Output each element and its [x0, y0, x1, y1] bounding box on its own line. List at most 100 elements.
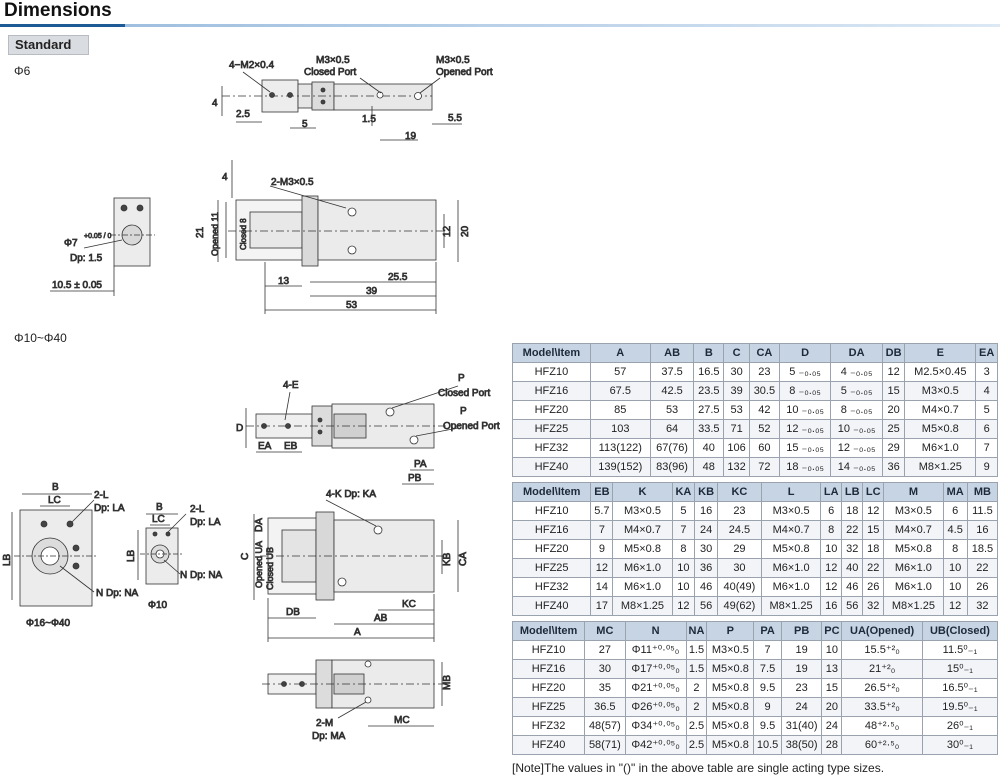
table-cell: 32	[862, 596, 885, 616]
table-cell: 9.5	[753, 678, 782, 698]
table-cell: Φ34⁺⁰·⁰⁵₀	[624, 716, 687, 736]
table-cell: 12 ₋₀.₀₅	[778, 419, 832, 439]
table-cell: HFZ10	[511, 501, 592, 521]
table-cell: 15 ₋₀.₀₅	[778, 438, 832, 458]
table-cell: 2	[685, 678, 708, 698]
page-header: Dimensions	[0, 0, 1000, 27]
phi16-end-l: 2-L	[94, 490, 109, 501]
table-cell: 19	[780, 640, 823, 660]
table-cell: 27	[584, 640, 626, 660]
column-header: NA	[685, 621, 708, 641]
column-header: A	[589, 343, 651, 363]
table-cell: 8	[671, 539, 696, 559]
table-cell: 21⁺²₀	[841, 659, 923, 679]
table-cell: HFZ20	[512, 400, 591, 420]
table-cell: 5 ₋₀.₀₅	[830, 381, 883, 401]
phi6-top-d5-5: 5.5	[448, 113, 462, 124]
column-header: AB	[649, 343, 695, 363]
table-cell: M5×0.8	[904, 419, 977, 439]
table-cell: 29	[881, 438, 906, 458]
table-cell: 9	[975, 457, 998, 477]
table-cell: 29	[716, 539, 762, 559]
phi6-side-d39: 39	[366, 286, 378, 297]
table-cell: M8×1.25	[760, 596, 822, 616]
table-cell: 10 ₋₀.₀₅	[778, 400, 832, 420]
table-cell: 20	[821, 697, 843, 717]
table-cell: 58(71)	[584, 735, 626, 755]
table-cell: 11.5	[966, 501, 999, 521]
table-cell: 22	[862, 558, 885, 578]
table-cell: 9.5	[753, 716, 782, 736]
phi6-top-view: 4−M2×0.4 M3×0.5 Closed Port M3×0.5 Opene…	[212, 55, 494, 143]
table-cell: 8	[820, 520, 843, 540]
phi6-top-d4: 4	[212, 98, 218, 109]
phi16-end-lb: LB	[2, 553, 13, 566]
phi10-end-n: N Dp: NA	[180, 570, 223, 581]
table-cell: HFZ25	[512, 419, 591, 439]
table-cell: M5×0.8	[706, 697, 755, 717]
phi10-opened-port: Opened Port	[443, 421, 500, 432]
table-cell: 24	[694, 520, 718, 540]
table-cell: 15	[881, 381, 906, 401]
table-cell: 30	[694, 539, 718, 559]
table-cell: M8×1.25	[883, 596, 944, 616]
table-cell: 25	[881, 419, 906, 439]
phi6-bore: Φ7	[64, 238, 78, 249]
phi6-bore-depth: Dp: 1.5	[70, 253, 103, 264]
phi16-end-caption: Φ16~Φ40	[26, 618, 70, 629]
phi10-closed-port: Closed Port	[438, 388, 490, 399]
table-cell: 33.5⁺²₀	[841, 697, 923, 717]
table-cell: 40	[841, 558, 864, 578]
table-cell: M6×1.0	[760, 577, 822, 597]
table-cell: 17	[590, 596, 614, 616]
table-cell: M5×0.8	[706, 716, 755, 736]
phi6-side-d25-5: 25.5	[388, 272, 408, 283]
phi6-top-thread: 4−M2×0.4	[229, 60, 274, 71]
column-header: MA	[942, 482, 968, 502]
phi6-side-d13: 13	[278, 276, 290, 287]
table-cell: 8	[942, 539, 968, 559]
table-cell: HFZ25	[511, 697, 586, 717]
table-cell: HFZ40	[511, 596, 592, 616]
table-cell: 85	[589, 400, 651, 420]
table-cell: HFZ32	[512, 438, 591, 458]
table-cell: 30.5	[748, 381, 780, 401]
phi10-bottom-m-dp: Dp: MA	[312, 731, 346, 742]
table-cell: 19.5⁰₋₁	[921, 697, 999, 717]
table-cell: 24	[780, 697, 823, 717]
table-cell: 12	[820, 558, 843, 578]
column-header: L	[760, 482, 822, 502]
table-cell: 14	[590, 577, 614, 597]
column-header: EB	[590, 482, 614, 502]
phi6-opened-port: Opened Port	[436, 67, 493, 78]
phi10-top-view: 4-E P Closed Port P Opened Port D EA EB …	[236, 373, 500, 485]
table-cell: 12	[862, 501, 885, 521]
table-cell: M6×1.0	[760, 558, 822, 578]
table-cell: 10	[671, 577, 696, 597]
table-cell: 10	[820, 539, 843, 559]
table-cell: HFZ40	[512, 457, 591, 477]
phi10-top-d: D	[236, 423, 243, 434]
table-note: [Note]The values in "()" in the above ta…	[512, 761, 885, 775]
phi10-top-thread: 4-E	[283, 380, 299, 391]
table-cell: M6×1.0	[883, 558, 944, 578]
table-cell: 5.7	[590, 501, 614, 521]
table-cell: 26	[862, 577, 885, 597]
table-cell: 60	[748, 438, 780, 458]
table-cell: 10	[821, 640, 843, 660]
table-cell: 16	[694, 501, 718, 521]
table-cell: 1.5	[685, 659, 708, 679]
table-cell: 36.5	[584, 697, 626, 717]
table-cell: 139(152)	[589, 457, 651, 477]
table-cell: 26	[966, 577, 999, 597]
table-cell: 35	[584, 678, 626, 698]
phi6-end-offset: 10.5 ± 0.05	[52, 280, 102, 291]
phi6-side-d12: 12	[442, 225, 453, 237]
